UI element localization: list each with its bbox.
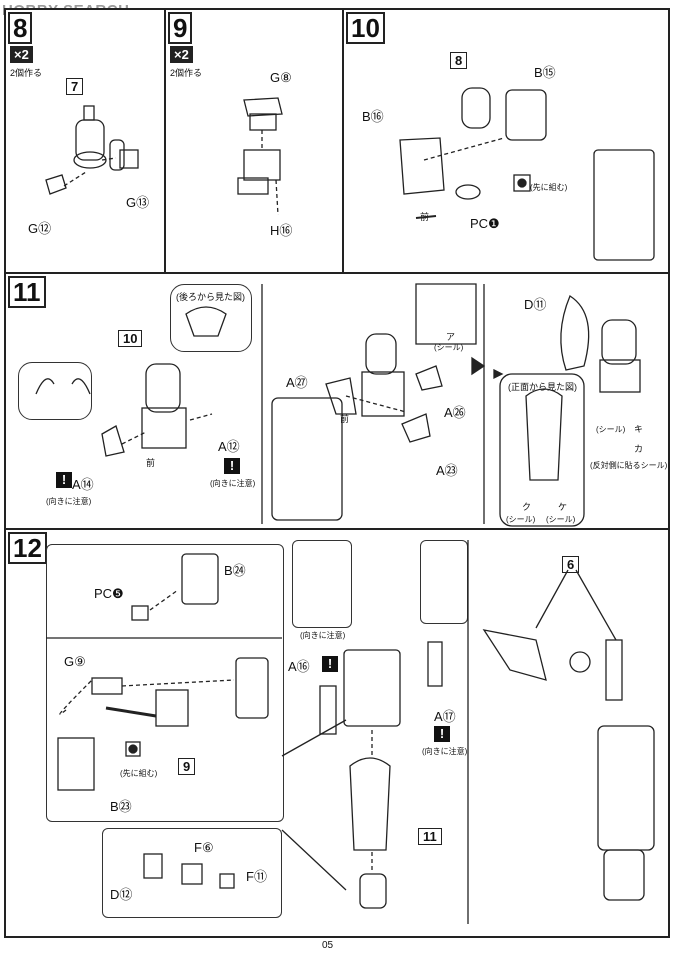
step-9-number: 9	[168, 12, 193, 44]
part-label: H⑯	[270, 223, 293, 238]
step-8-repeat-note: 2個作る	[10, 68, 43, 78]
part-label: G⑨	[64, 654, 86, 669]
part-label: A⑭	[72, 477, 94, 492]
step-8-repeat: ×2	[10, 46, 33, 63]
opposite-seal-note: (反対側に貼るシール)	[590, 461, 668, 470]
part-label: PC❺	[94, 586, 124, 601]
detail-callout	[18, 362, 92, 420]
step-10-illustration	[399, 87, 655, 261]
part-label: B⑮	[534, 65, 556, 80]
part-label: A㉖	[444, 405, 466, 420]
fit-first-note: (先に組む)	[120, 769, 158, 778]
part-label: D⑪	[524, 297, 547, 312]
step-10-panel: 10 8 B⑮ B⑯ PC❶ 前 (先に組む)	[342, 8, 670, 274]
part-label: F⑥	[194, 840, 214, 855]
care-note: (向きに注意)	[300, 631, 346, 640]
care-note: (向きに注意)	[422, 747, 468, 756]
part-label: B㉓	[110, 799, 132, 814]
part-label: G⑫	[28, 221, 52, 236]
seal-a-label: (シール)	[434, 343, 464, 352]
care-note: (向きに注意)	[46, 497, 92, 506]
step-11-panel: 11 10 (後ろから見た図) A⑭ ! (向きに注意) A⑫ ! (向きに注意…	[4, 272, 670, 530]
seal-a-mark: ア	[446, 332, 456, 342]
part-label: A⑫	[218, 439, 240, 454]
seal-label: (シール)	[506, 515, 536, 524]
step-11-ref: 10	[118, 330, 143, 347]
step-9-panel: 9 ×2 2個作る G⑧ H⑯	[164, 8, 344, 274]
sub-assembly-callout	[46, 544, 284, 822]
front-direction: 前	[340, 414, 350, 424]
step-8-number: 8	[8, 12, 33, 44]
part-label: A㉓	[436, 463, 458, 478]
step-9-repeat: ×2	[170, 46, 193, 63]
part-label: F⑪	[246, 869, 267, 884]
step-9-illustration	[237, 97, 283, 216]
detail-a16-callout	[292, 540, 352, 628]
part-label: D⑫	[110, 887, 133, 902]
back-view-title: (後ろから見た図)	[176, 292, 245, 302]
step-11-number: 11	[8, 276, 46, 308]
step-12-illustration	[46, 540, 655, 924]
step-10-ref: 8	[450, 52, 468, 69]
step-8-panel: 8 ×2 2個作る 7 G⑬ G⑫	[4, 8, 166, 274]
seal-mark: キ	[634, 424, 644, 434]
care-note: (向きに注意)	[210, 479, 256, 488]
seal-mark: カ	[634, 444, 644, 454]
seal-label: (シール)	[596, 425, 626, 434]
step-12-number: 12	[8, 532, 47, 564]
seal-label: (シール)	[546, 515, 576, 524]
part-label: A⑯	[288, 659, 310, 674]
step-12-ref-11: 11	[418, 828, 442, 845]
seal-mark: ク	[522, 502, 532, 512]
parts-callout	[102, 828, 282, 918]
fit-first-note: (先に組む)	[530, 183, 568, 192]
step-12-panel: 12 PC❺ B㉔ G⑨ B㉓ (先に組む) 9 D⑫ F⑥ F⑪ (向きに注意…	[4, 528, 670, 938]
page-number: 05	[322, 940, 334, 951]
part-label: PC❶	[470, 216, 500, 231]
caution-icon: !	[322, 656, 338, 672]
step-8-illustration	[45, 105, 139, 195]
part-label: A⑰	[434, 709, 456, 724]
step-10-number: 10	[346, 12, 385, 44]
caution-icon: !	[434, 726, 450, 742]
front-direction: 前	[146, 458, 156, 468]
part-label: B⑯	[362, 109, 384, 124]
caution-icon: !	[224, 458, 240, 474]
part-label: G⑧	[270, 70, 292, 85]
step-12-ref-9: 9	[178, 758, 196, 775]
step-9-repeat-note: 2個作る	[170, 68, 203, 78]
back-view-callout	[170, 284, 252, 352]
seal-mark: ケ	[558, 502, 568, 512]
part-label: B㉔	[224, 563, 246, 578]
caution-icon: !	[56, 472, 72, 488]
step-12-ref-6: 6	[562, 556, 580, 573]
step-8-ref: 7	[66, 78, 84, 95]
part-label: G⑬	[126, 195, 150, 210]
part-label: A㉗	[286, 375, 308, 390]
front-view-title: (正面から見た図)	[508, 382, 577, 392]
step-11-illustration	[35, 283, 641, 527]
